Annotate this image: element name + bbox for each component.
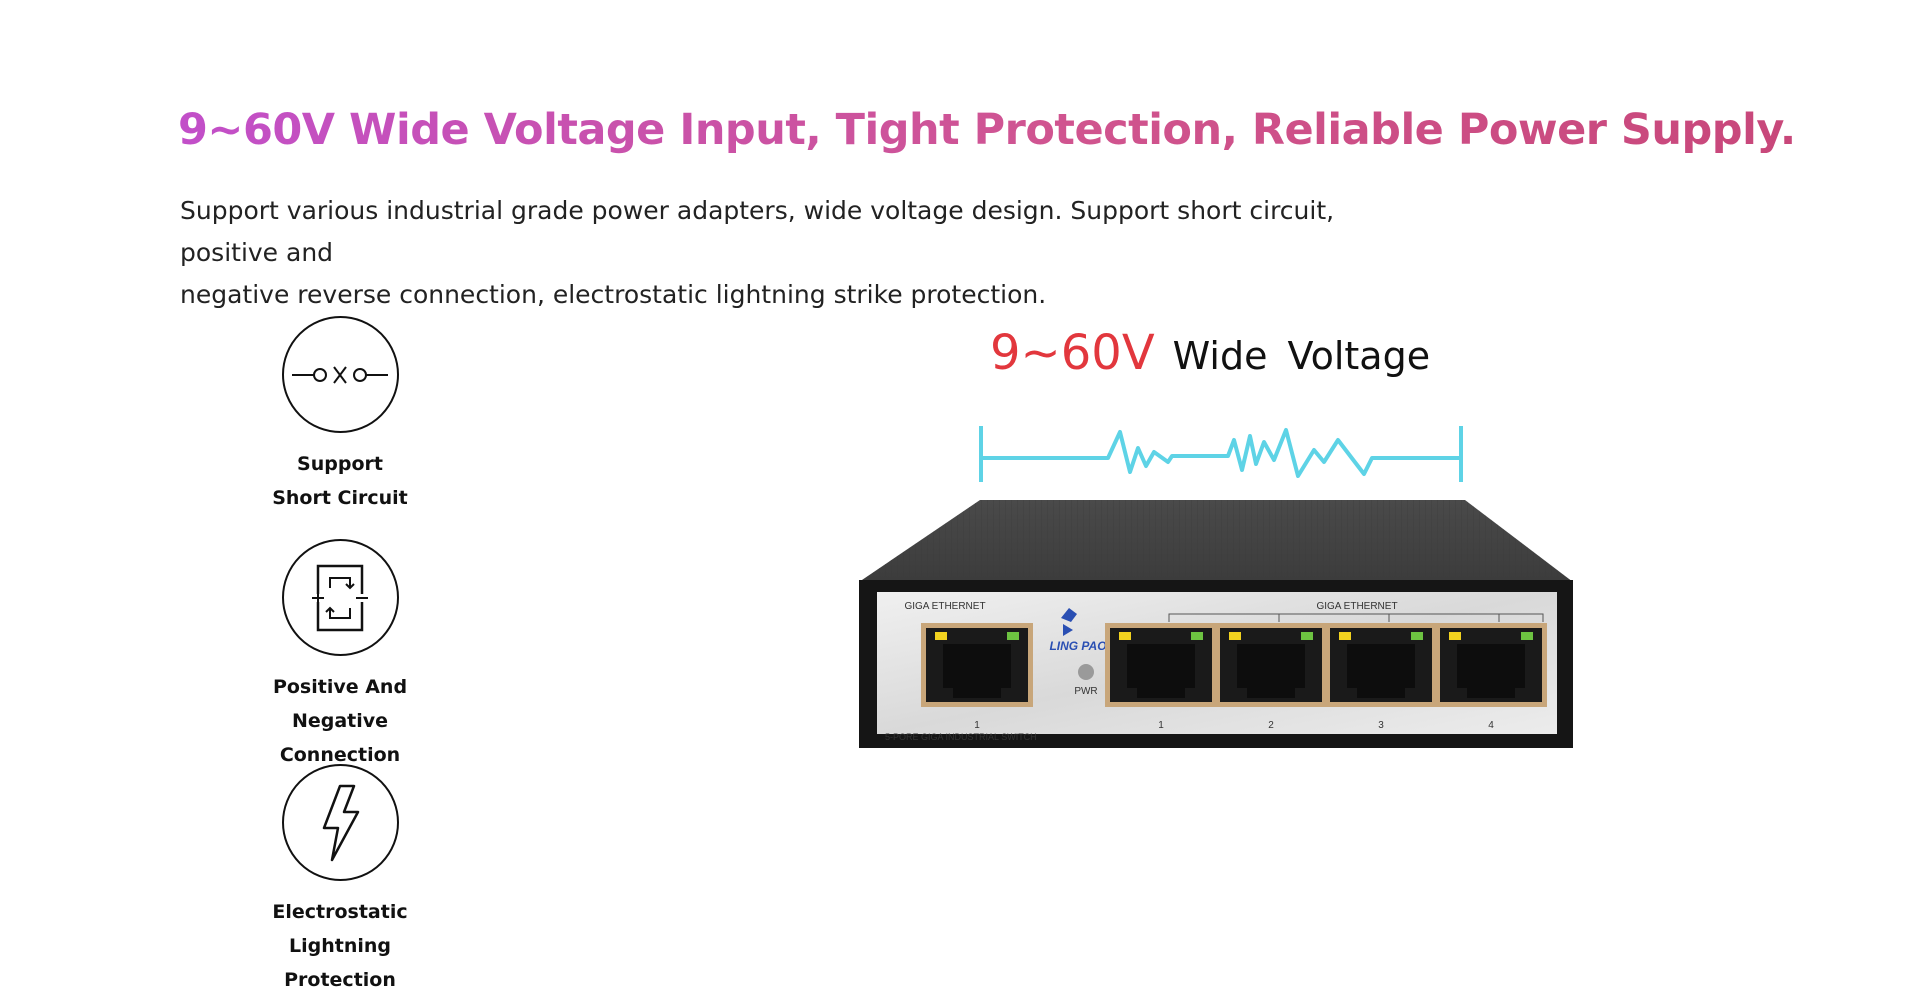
port-number: 4 — [1488, 720, 1494, 731]
feature-label: Electrostatic Lightning Protection — [240, 895, 440, 997]
feature-label-line: Lightning Protection — [284, 935, 396, 991]
description-line-2: negative reverse connection, electrostat… — [180, 280, 1047, 309]
port-number: 2 — [1268, 720, 1274, 731]
left-port-number: 1 — [974, 720, 980, 731]
brand-name: LING PAO — [1049, 639, 1107, 653]
short-circuit-icon — [281, 316, 399, 433]
feature-lightning: Electrostatic Lightning Protection — [240, 764, 440, 997]
power-led — [1078, 664, 1094, 680]
ethernet-port — [1105, 623, 1217, 707]
port-number: 1 — [1158, 720, 1164, 731]
feature-short-circuit: Support Short Circuit — [240, 316, 440, 515]
voltage-wave-icon — [979, 426, 1463, 482]
feature-label-line: Positive And — [272, 676, 408, 698]
left-port-group-label: GIGA ETHERNET — [904, 601, 985, 612]
feature-label-line: Short Circuit — [272, 487, 408, 509]
polarity-icon — [281, 539, 399, 656]
port-number: 3 — [1378, 720, 1384, 731]
brand-logo-icon — [1061, 608, 1077, 622]
ethernet-port — [1215, 623, 1327, 707]
ethernet-port — [1435, 623, 1547, 707]
description-line-1: Support various industrial grade power a… — [180, 196, 1335, 267]
feature-label-line: Electrostatic — [272, 901, 408, 923]
voltage-range: 9~60V — [990, 325, 1155, 381]
feature-polarity: Positive And Negative Connection — [240, 539, 440, 772]
model-label: 5-PORE GIGA INDUSTRIAL SWITCH — [885, 732, 1037, 742]
switch-device: GIGA ETHERNET 1 LING PAO PWR GIGA ETHERN… — [859, 500, 1573, 748]
ethernet-port — [1325, 623, 1437, 707]
description: Support various industrial grade power a… — [180, 190, 1440, 316]
right-port-group-label: GIGA ETHERNET — [1316, 601, 1397, 612]
lightning-icon — [281, 764, 399, 881]
pwr-label: PWR — [1074, 686, 1097, 697]
headline: 9~60V Wide Voltage Input, Tight Protecti… — [178, 105, 1796, 155]
feature-label-line: Negative Connection — [279, 710, 401, 766]
voltage-title: 9~60V Wide Voltage — [990, 325, 1430, 381]
feature-label-line: Support — [297, 453, 383, 475]
ethernet-port — [921, 623, 1033, 707]
feature-label: Support Short Circuit — [240, 447, 440, 515]
feature-label: Positive And Negative Connection — [240, 670, 440, 772]
voltage-label: Wide Voltage — [1172, 334, 1431, 378]
